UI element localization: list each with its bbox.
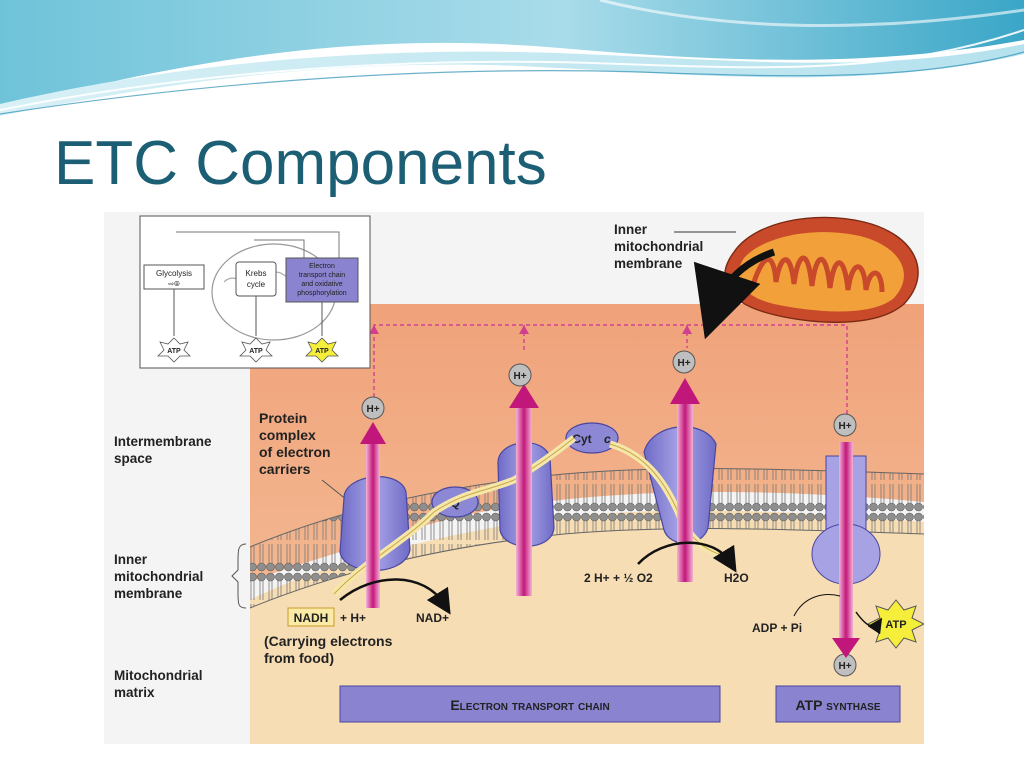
inset-atp-burst-2: [239, 337, 273, 363]
callout-inner-line1: Inner: [614, 222, 648, 237]
matrix-label-line2: matrix: [114, 685, 155, 700]
intermembrane-label-line1: Intermembrane: [114, 434, 212, 449]
inset-atp-burst-1: [157, 337, 191, 363]
protein-label-line1: Protein: [259, 410, 307, 426]
inset-glycolysis-label: Glycolysis: [156, 269, 192, 278]
svg-text:H+: H+: [513, 371, 526, 382]
hplus-4: H+: [833, 413, 857, 437]
proton-arrow-1: [360, 422, 386, 608]
hplus-1: H+: [361, 396, 385, 420]
plus-h-label: + H+: [340, 611, 366, 625]
svg-text:H+: H+: [838, 421, 851, 432]
proton-return-path: [373, 324, 853, 433]
callout-inner-line2: mitochondrial: [614, 239, 703, 254]
water-product: H2O: [724, 571, 749, 585]
membrane-bilayer: [250, 468, 924, 608]
hplus-2: H+: [508, 363, 532, 387]
protein-label-line2: complex: [259, 427, 316, 443]
nad-label: NAD+: [416, 611, 449, 625]
inset-krebs-line2: cycle: [247, 280, 266, 289]
atp-label: ATP: [885, 619, 906, 631]
hplus-5: H+: [833, 653, 857, 677]
adp-label: ADP + Pi: [752, 621, 802, 635]
atp-synthase-banner: [775, 685, 901, 723]
svg-text:H+: H+: [677, 358, 690, 369]
inset-krebs-box: [235, 261, 277, 297]
inset-atp-3: ATP: [315, 348, 329, 355]
protein-label-line3: of electron: [259, 444, 331, 460]
inset-atp-1: ATP: [167, 348, 181, 355]
inset-atp-2: ATP: [249, 348, 263, 355]
nadh-box: [287, 607, 335, 627]
atp-synthase: [811, 442, 881, 658]
slide-title: ETC Components: [54, 129, 547, 198]
inner-membrane-label-line2: mitochondrial: [114, 569, 203, 584]
svg-text:⇨⦾: ⇨⦾: [168, 281, 180, 288]
svg-text:H+: H+: [838, 661, 851, 672]
inset-krebs-line1: Krebs: [246, 269, 267, 278]
inset-etc-line4: phosphorylation: [297, 290, 347, 297]
cyt-c-label: c: [604, 432, 611, 446]
inset-overview: Glycolysis ⇨⦾ Krebs cycle Electron trans…: [139, 215, 371, 369]
inset-etc-box: [285, 257, 359, 303]
cytochrome-c: [565, 422, 619, 454]
etc-diagram: Glycolysis ⇨⦾ Krebs cycle Electron trans…: [104, 212, 924, 744]
inset-etc-line2: transport chain: [299, 272, 345, 279]
carrying-label-line2: from food): [264, 650, 334, 666]
callout-inner-line3: membrane: [614, 256, 683, 271]
inset-etc-line1: Electron: [309, 263, 335, 270]
intermembrane-label-line2: space: [114, 451, 153, 466]
carrying-label-line1: (Carrying electrons: [264, 633, 393, 649]
proton-arrow-2: [509, 384, 539, 596]
protein-label-line4: carriers: [259, 461, 311, 477]
atp-synthase-banner-label: ATP synthase: [795, 697, 880, 713]
hplus-3: H+: [672, 350, 696, 374]
etc-banner: [339, 685, 721, 723]
water-reactants: 2 H+ + ½ O2: [584, 571, 653, 585]
etc-banner-label: Electron transport chain: [450, 697, 609, 713]
nadh-label: NADH: [294, 611, 329, 625]
cyt-label: Cyt: [572, 432, 591, 446]
proton-arrow-3: [670, 378, 700, 582]
mitochondrion-illustration: [724, 216, 919, 323]
inner-membrane-label-line3: membrane: [114, 586, 183, 601]
atp-burst: [866, 599, 924, 649]
matrix-label-line1: Mitochondrial: [114, 668, 203, 683]
svg-text:H+: H+: [366, 404, 379, 415]
pointer-arrow: [693, 248, 776, 340]
inset-etc-line3: and oxidative: [301, 281, 342, 288]
inset-atp-burst-3: [305, 337, 339, 363]
header-wave: [0, 0, 1024, 116]
inner-membrane-label-line1: Inner: [114, 552, 148, 567]
